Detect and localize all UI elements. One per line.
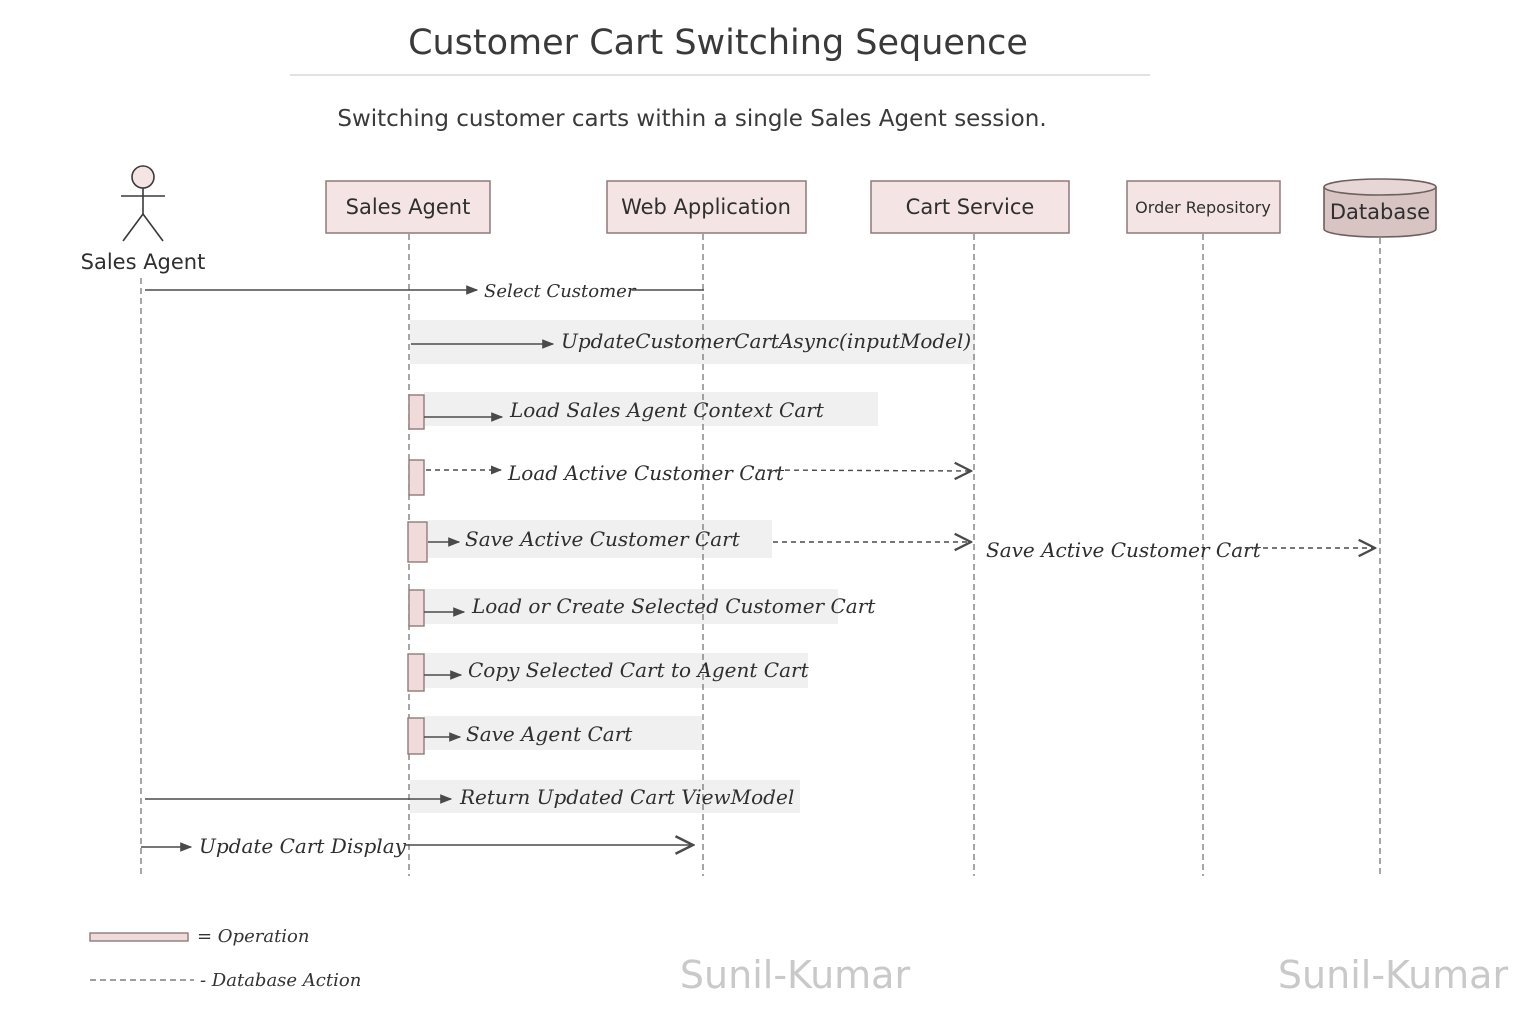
- highlight-band: [424, 653, 808, 688]
- legend-label: = Operation: [197, 926, 310, 947]
- actor-sales-agent: Sales Agent: [81, 165, 206, 274]
- activation-box: [407, 717, 425, 755]
- message-copy-selected-cart-to-agent-cart: Copy Selected Cart to Agent Cart: [424, 658, 810, 682]
- message-load-active-customer-cart: Load Active Customer Cart: [426, 461, 971, 485]
- watermark: Sunil-Kumar: [1278, 953, 1509, 997]
- database-cylinder-icon: [1323, 178, 1437, 238]
- participant-label: Order Repository: [1135, 198, 1271, 217]
- highlight-band: [428, 520, 772, 558]
- message-label: Load Sales Agent Context Cart: [509, 398, 825, 422]
- message-label: Save Agent Cart: [466, 722, 633, 746]
- actor-label: Sales Agent: [81, 250, 206, 274]
- legend-label: - Database Action: [200, 970, 361, 991]
- participant-label: Cart Service: [906, 195, 1035, 219]
- legend-operation: = Operation: [89, 926, 310, 947]
- activation-box: [408, 394, 425, 430]
- message-update-cart-display: Update Cart Display: [141, 834, 693, 858]
- message-save-active-customer-cart: Save Active Customer Cart: [428, 527, 971, 551]
- legend-database-action: - Database Action: [90, 970, 361, 991]
- legend: = Operation - Database Action: [89, 926, 361, 991]
- message-label: Save Active Customer Cart: [465, 527, 741, 551]
- message-label: Load Active Customer Cart: [507, 461, 785, 485]
- watermark: Sunil-Kumar: [680, 953, 911, 997]
- participant-web-application: Web Application: [606, 180, 807, 234]
- diagram-subtitle: Switching customer carts within a single…: [337, 106, 1046, 132]
- message-label: UpdateCustomerCartAsync(inputModel): [561, 329, 971, 353]
- message-save-active-customer-cart-database: Save Active Customer Cart: [986, 538, 1375, 562]
- message-update-customer-cart-async: UpdateCustomerCartAsync(inputModel): [411, 329, 971, 353]
- message-label: Copy Selected Cart to Agent Cart: [468, 658, 810, 682]
- activation-box: [408, 589, 425, 627]
- participant-order-repository: Order Repository: [1126, 180, 1281, 234]
- highlight-band: [424, 589, 838, 624]
- message-load-sales-agent-context-cart: Load Sales Agent Context Cart: [424, 398, 825, 422]
- operation-swatch-icon: [89, 932, 189, 942]
- activations: [407, 394, 428, 755]
- message-label: Save Active Customer Cart: [986, 538, 1262, 562]
- participant-sales-agent: Sales Agent: [325, 180, 491, 234]
- highlight-band: [424, 716, 702, 750]
- message-label: Update Cart Display: [199, 834, 407, 858]
- participant-cart-service: Cart Service: [870, 180, 1070, 234]
- highlight-band: [410, 780, 800, 813]
- participant-label: Database: [1330, 200, 1430, 224]
- message-highlights: [410, 320, 975, 813]
- message-save-agent-cart: Save Agent Cart: [424, 722, 633, 746]
- participant-label: Sales Agent: [346, 195, 471, 219]
- actor-stick-figure-icon: [121, 165, 165, 242]
- message-label: Load or Create Selected Customer Cart: [471, 594, 876, 618]
- participant-database: Database: [1323, 178, 1437, 238]
- message-load-or-create-selected-customer-cart: Load or Create Selected Customer Cart: [424, 594, 876, 618]
- message-return-updated-cart-viewmodel: Return Updated Cart ViewModel: [145, 785, 794, 809]
- participant-label: Web Application: [621, 195, 791, 219]
- message-select-customer: Select Customer: [145, 281, 704, 302]
- activation-box: [407, 521, 428, 563]
- message-label: Select Customer: [484, 281, 637, 302]
- highlight-band: [410, 320, 975, 364]
- message-label: Return Updated Cart ViewModel: [459, 785, 794, 809]
- diagram-title: Customer Cart Switching Sequence: [408, 23, 1028, 63]
- activation-box: [407, 653, 425, 692]
- activation-box: [408, 459, 425, 496]
